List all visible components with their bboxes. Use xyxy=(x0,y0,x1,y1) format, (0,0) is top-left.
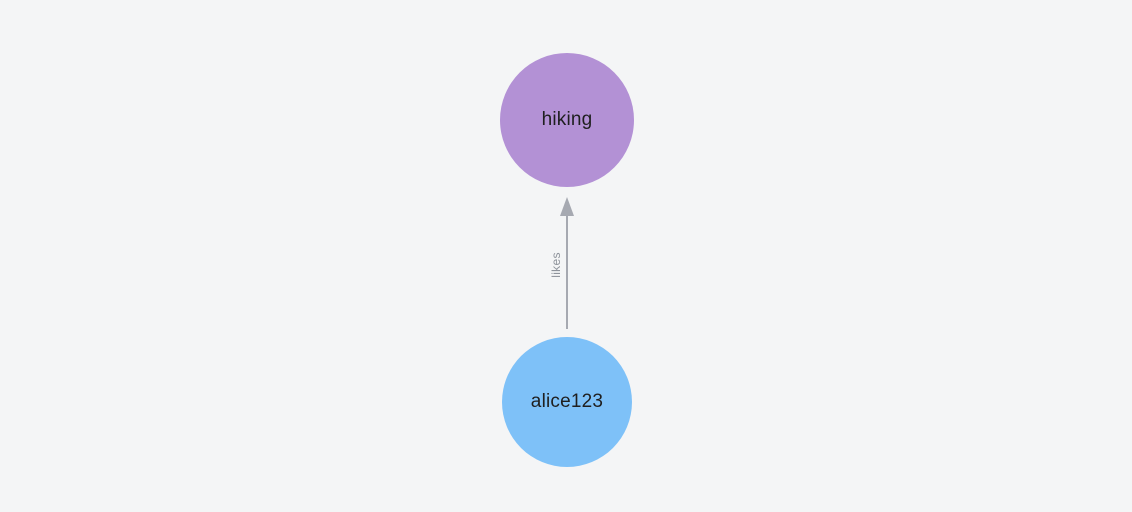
edge-line[interactable] xyxy=(566,212,568,329)
edge-label[interactable]: likes xyxy=(549,252,563,278)
node-alice123[interactable]: alice123 xyxy=(502,337,632,467)
node-hiking-label: hiking xyxy=(541,109,593,130)
arrowhead-up-icon xyxy=(560,197,574,216)
node-hiking[interactable]: hiking xyxy=(500,53,634,187)
node-alice123-label: alice123 xyxy=(530,391,604,412)
